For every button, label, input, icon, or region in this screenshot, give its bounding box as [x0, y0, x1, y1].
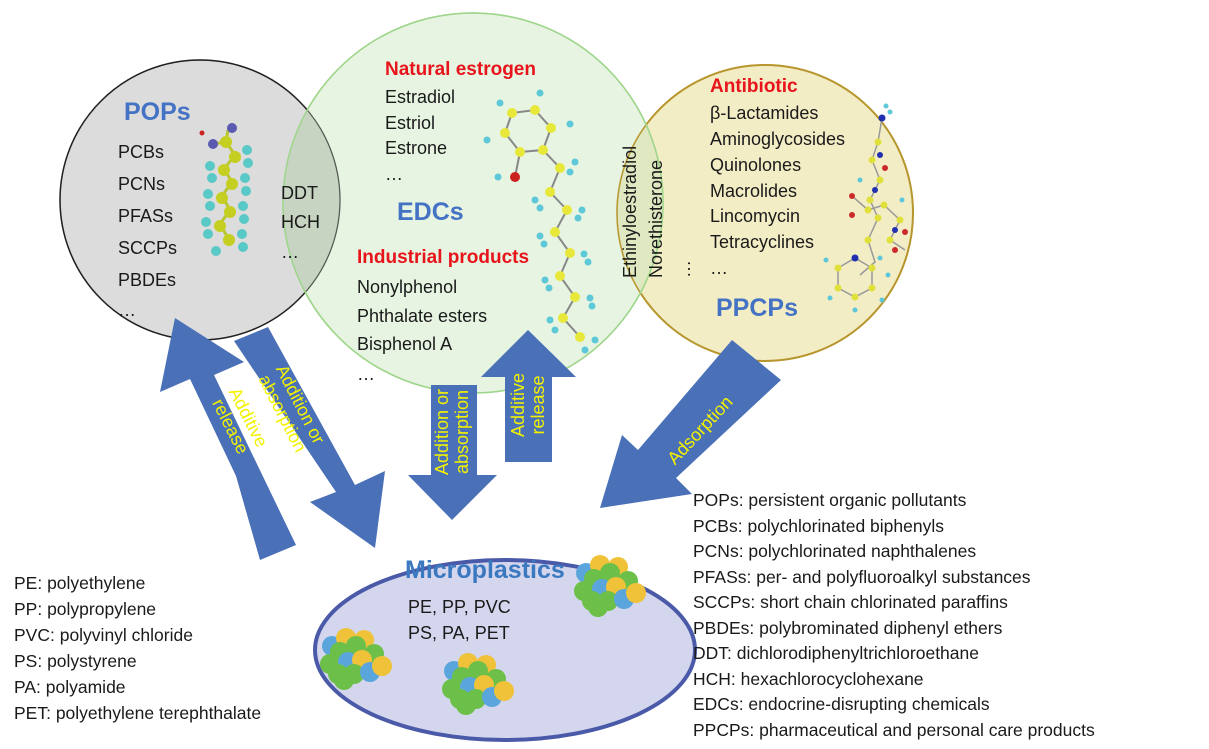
arrow-label-line: Addition or: [432, 389, 452, 475]
legend-entry: PBDEs: polybrominated diphenyl ethers: [693, 618, 1003, 638]
arrow-label-line: absorption: [452, 390, 472, 474]
pops-item: …: [118, 300, 136, 320]
microplastic-particle: [372, 656, 392, 676]
legend-entry: PCBs: polychlorinated biphenyls: [693, 516, 944, 536]
microplastics-types-line1: PE, PP, PVC: [408, 597, 511, 617]
arrow-label-line: release: [528, 375, 548, 434]
arrow-label-line: Additive: [508, 373, 528, 437]
overlap-item: …: [674, 260, 694, 278]
ppcps-item: Lincomycin: [710, 206, 800, 226]
microplastic-particle: [494, 681, 514, 701]
legend-entry: PET: polyethylene terephthalate: [14, 703, 261, 723]
edcs-item: Estrone: [385, 138, 447, 158]
edcs-ppcps-overlap-list: Ethinyloestradiol Norethisterone …: [620, 146, 694, 278]
edcs-title: EDCs: [397, 198, 464, 226]
edcs-item: Phthalate esters: [357, 306, 487, 326]
edcs-item: Nonylphenol: [357, 277, 457, 297]
pops-item: PCNs: [118, 174, 165, 194]
legend-entry: PVC: polyvinyl chloride: [14, 625, 193, 645]
legend-entry: PPCPs: pharmaceutical and personal care …: [693, 720, 1095, 740]
industrial-products-list: Nonylphenol Phthalate esters Bisphenol A…: [357, 277, 487, 384]
overlap-item: …: [281, 242, 299, 262]
pops-item: PBDEs: [118, 270, 176, 290]
microplastic-particles-icon: [574, 555, 646, 617]
edcs-molecule-icon: [483, 89, 599, 354]
microplastic-particle: [334, 670, 354, 690]
ppcps-item: Aminoglycosides: [710, 129, 845, 149]
overlap-item: DDT: [281, 183, 318, 203]
microplastic-particle: [588, 597, 608, 617]
ppcps-circle-outline: [616, 64, 914, 362]
overlap-item: Ethinyloestradiol: [620, 146, 640, 278]
arrow-to-microplastics-from-ppcps: [600, 340, 781, 508]
pops-item: SCCPs: [118, 238, 177, 258]
legend-left: PE: polyethylene PP: polypropylene PVC: …: [14, 573, 261, 723]
natural-estrogen-list: Estradiol Estriol Estrone …: [385, 87, 455, 184]
edcs-item: Estriol: [385, 113, 435, 133]
ppcps-item: Macrolides: [710, 181, 797, 201]
overlap-item: HCH: [281, 212, 320, 232]
legend-entry: PS: polystyrene: [14, 651, 137, 671]
antibiotic-list: β-Lactamides Aminoglycosides Quinolones …: [710, 103, 845, 278]
arrow-to-microplastics-from-pops: [234, 327, 385, 548]
legend-entry: EDCs: endocrine-disrupting chemicals: [693, 694, 990, 714]
legend-entry: PCNs: polychlorinated naphthalenes: [693, 541, 976, 561]
ppcps-title: PPCPs: [716, 294, 798, 322]
microplastics-types-line2: PS, PA, PET: [408, 623, 510, 643]
ppcps-item: β-Lactamides: [710, 103, 818, 123]
edcs-item: …: [357, 364, 375, 384]
arrow-label-edcs-addition-absorption: Addition or absorption: [432, 389, 472, 475]
legend-right: POPs: persistent organic pollutants PCBs…: [693, 490, 1095, 740]
arrow-to-pops: [160, 318, 296, 560]
edcs-item: Estradiol: [385, 87, 455, 107]
legend-entry: PP: polypropylene: [14, 599, 156, 619]
microplastic-particles-icon: [442, 653, 514, 715]
edcs-item: …: [385, 164, 403, 184]
pops-edcs-overlap-list: DDT HCH …: [281, 183, 320, 262]
microplastic-particle: [626, 583, 646, 603]
legend-entry: POPs: persistent organic pollutants: [693, 490, 967, 510]
industrial-products-heading: Industrial products: [357, 247, 529, 268]
overlap-item: Norethisterone: [646, 160, 666, 278]
edcs-item: Bisphenol A: [357, 334, 452, 354]
legend-entry: PA: polyamide: [14, 677, 126, 697]
arrow-label-edcs-additive-release: Additive release: [508, 373, 548, 437]
ppcps-item: …: [710, 258, 728, 278]
arrow-to-edcs: [481, 330, 576, 462]
ppcps-item: Quinolones: [710, 155, 801, 175]
pops-item: PCBs: [118, 142, 164, 162]
pops-molecule-icon: [199, 123, 253, 256]
ppcps-molecule-icon: [823, 103, 908, 313]
pops-item: PFASs: [118, 206, 173, 226]
pops-list: PCBs PCNs PFASs SCCPs PBDEs …: [118, 142, 177, 320]
microplastics-title: Microplastics: [405, 556, 565, 584]
ppcps-item: Tetracyclines: [710, 232, 814, 252]
antibiotic-heading: Antibiotic: [710, 76, 798, 97]
legend-entry: PE: polyethylene: [14, 573, 145, 593]
legend-entry: SCCPs: short chain chlorinated paraffins: [693, 592, 1008, 612]
legend-entry: DDT: dichlorodiphenyltrichloroethane: [693, 643, 979, 663]
microplastic-particles-icon: [320, 628, 392, 690]
microplastic-particle: [456, 695, 476, 715]
legend-entry: HCH: hexachlorocyclohexane: [693, 669, 924, 689]
arrow-to-microplastics-from-edcs: [408, 385, 497, 520]
natural-estrogen-heading: Natural estrogen: [385, 59, 536, 80]
pops-title: POPs: [124, 98, 191, 126]
legend-entry: PFASs: per- and polyfluoroalkyl substanc…: [693, 567, 1031, 587]
